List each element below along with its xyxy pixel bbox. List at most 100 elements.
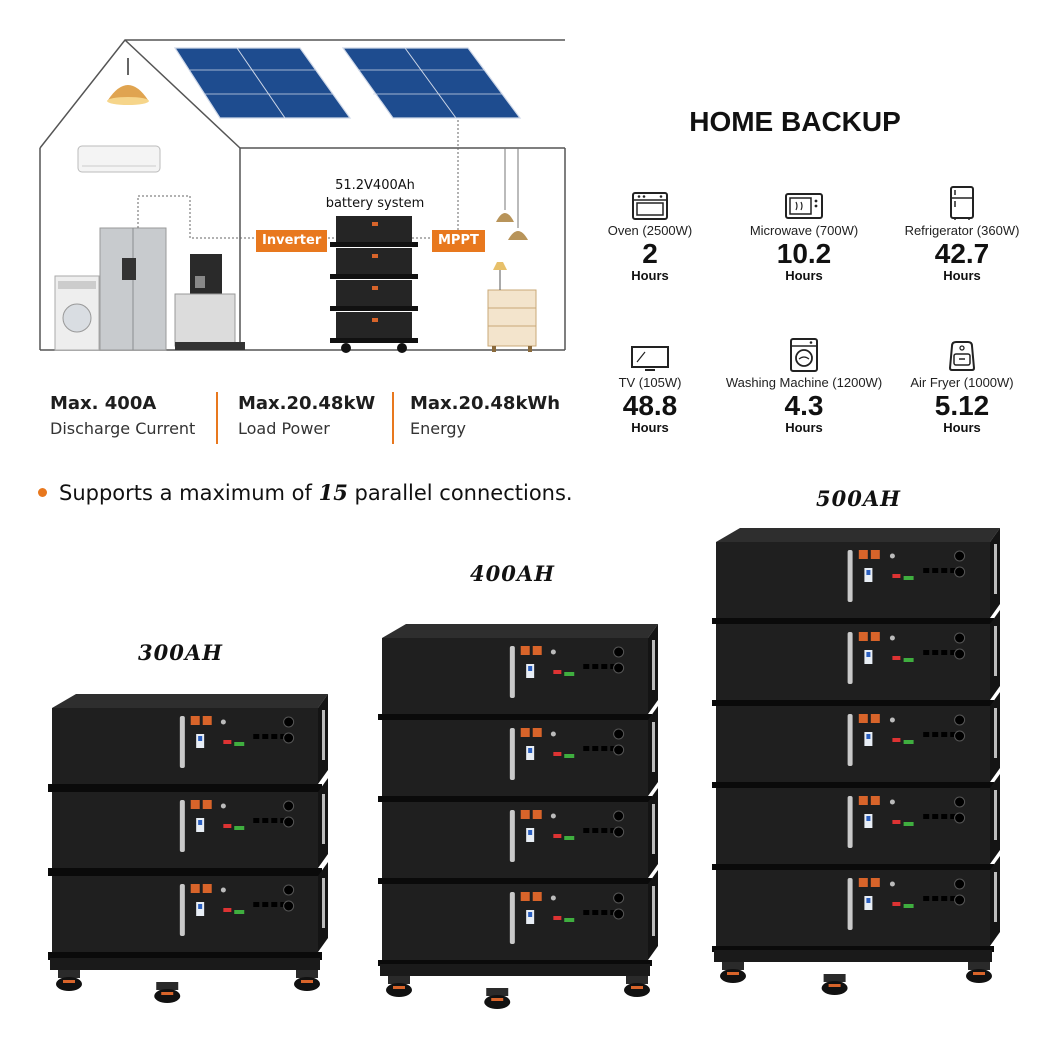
module-port [923,732,930,737]
module-side-handle [322,794,325,844]
battery-module [712,610,1000,706]
module-power-led [550,813,556,819]
module-terminal [870,632,880,641]
appliance-refrigerator: Refrigerator (360W) 42.7 Hours [882,186,1042,283]
caster-wheel [56,977,82,991]
appliance-hours-unit: Hours [631,268,669,283]
module-body [52,792,318,868]
ceiling-lamp [107,58,149,105]
module-spacer [378,714,652,720]
module-handle [179,800,185,852]
battery-stack-300ah [48,694,328,1003]
module-handle [509,646,515,698]
module-terminal [870,550,880,559]
battery-stack-400ah [378,624,658,1009]
module-body [716,706,990,782]
module-port [583,828,590,833]
module-connector [954,648,966,660]
appliance-name: Oven (2500W) [607,223,693,238]
module-body [716,542,990,618]
module-port [592,746,599,751]
spec-label: Energy [410,419,467,438]
battery-module [378,870,658,966]
module-port [601,746,608,751]
home-backup-title: HOME BACKUP [689,106,901,137]
module-body [716,870,990,946]
module-comm-led [234,910,245,914]
module-status-led [553,752,562,756]
module-port [253,734,260,739]
stack-base [50,958,320,1003]
wheel-accent [973,972,985,975]
module-status-led [223,908,232,912]
wheel-accent [491,998,504,1001]
appliance-hours-unit: Hours [785,268,823,283]
wheel-accent [393,986,405,989]
solar-panel-left [173,47,352,119]
module-port [601,664,608,669]
module-port [610,828,617,833]
module-handle [509,892,515,944]
caster-wheel [386,983,412,997]
module-port [271,818,278,823]
appliance-name: Microwave (700W) [749,223,859,238]
module-spacer [712,946,994,952]
wheel-mount [58,970,80,978]
module-port [262,734,269,739]
module-connector [954,714,966,726]
module-breaker-switch [866,898,871,903]
module-connector [954,730,966,742]
module-breaker-switch [528,830,533,835]
module-power-led [889,635,895,641]
module-comm-led [903,904,914,908]
module-spacer [48,868,322,876]
module-port [583,746,590,751]
module-port [280,818,287,823]
battery-module [378,706,658,802]
spec-label: Discharge Current [50,419,196,438]
module-terminal [532,728,542,737]
module-connector [954,550,966,562]
solar-house-illustration: Inverter MPPT 51.2V400Ah battery system [0,0,600,380]
spec-value: Max. 400A [50,393,157,414]
module-comm-led [234,826,245,830]
module-status-led [892,820,901,824]
module-port [262,902,269,907]
module-connector [613,810,625,822]
module-terminal [202,884,212,893]
module-breaker-switch [198,904,203,909]
wheel-accent [161,992,174,995]
module-terminal [858,714,868,723]
module-comm-led [564,754,575,758]
spec-divider [216,392,218,444]
spec-row: Max. 400A Discharge Current Max.20.48kW … [50,392,610,452]
appliance-hours-unit: Hours [943,268,981,283]
module-body [382,638,648,714]
module-port [950,814,957,819]
module-terminal [858,878,868,887]
module-terminal [858,550,868,559]
wheel-accent [301,980,313,983]
module-port [262,818,269,823]
module-port [941,732,948,737]
module-breaker-switch [528,666,533,671]
base-frame [380,964,650,976]
module-power-led [550,731,556,737]
house-battery-stack [330,216,418,353]
battery-module [48,778,328,876]
spec-value: Max.20.48kWh [410,393,561,414]
module-comm-led [903,822,914,826]
appliance-hours-value: 42.7 [934,238,990,269]
module-status-led [223,740,232,744]
module-status-led [223,824,232,828]
module-status-led [553,834,562,838]
module-terminal [190,884,200,893]
module-connector [613,826,625,838]
module-power-led [889,717,895,723]
battery-system-caption: battery system [325,196,425,211]
spec-discharge-current: Max. 400A Discharge Current [50,392,195,442]
module-comm-led [903,658,914,662]
module-status-led [892,656,901,660]
module-port [583,664,590,669]
capacity-label-400ah: 400AH [470,561,555,586]
